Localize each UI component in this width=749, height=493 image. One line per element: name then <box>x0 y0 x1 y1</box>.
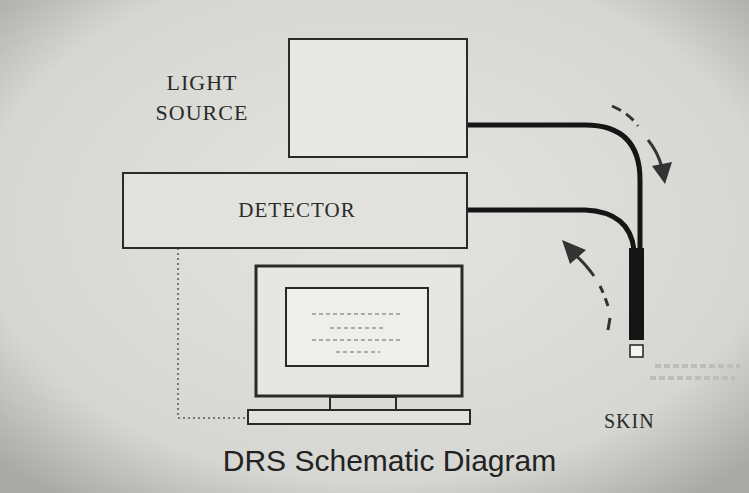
part-label: SKIN <box>604 410 655 433</box>
probe-tip <box>630 345 643 357</box>
data-link <box>178 248 248 418</box>
probe <box>629 248 644 340</box>
source-fiber <box>467 125 640 250</box>
flow-arrow-down <box>612 106 672 184</box>
box-label: LIGHT SOURCE <box>122 68 282 127</box>
detector-box: DETECTOR <box>122 172 468 249</box>
flow-arrow-up <box>562 240 610 330</box>
light-source-box: LIGHT SOURCE <box>288 38 468 158</box>
computer-monitor <box>248 266 470 424</box>
detector-fiber <box>467 210 634 250</box>
diagram-caption: DRS Schematic Diagram <box>0 444 749 478</box>
box-label: DETECTOR <box>124 196 470 224</box>
skin-surface <box>650 366 740 378</box>
